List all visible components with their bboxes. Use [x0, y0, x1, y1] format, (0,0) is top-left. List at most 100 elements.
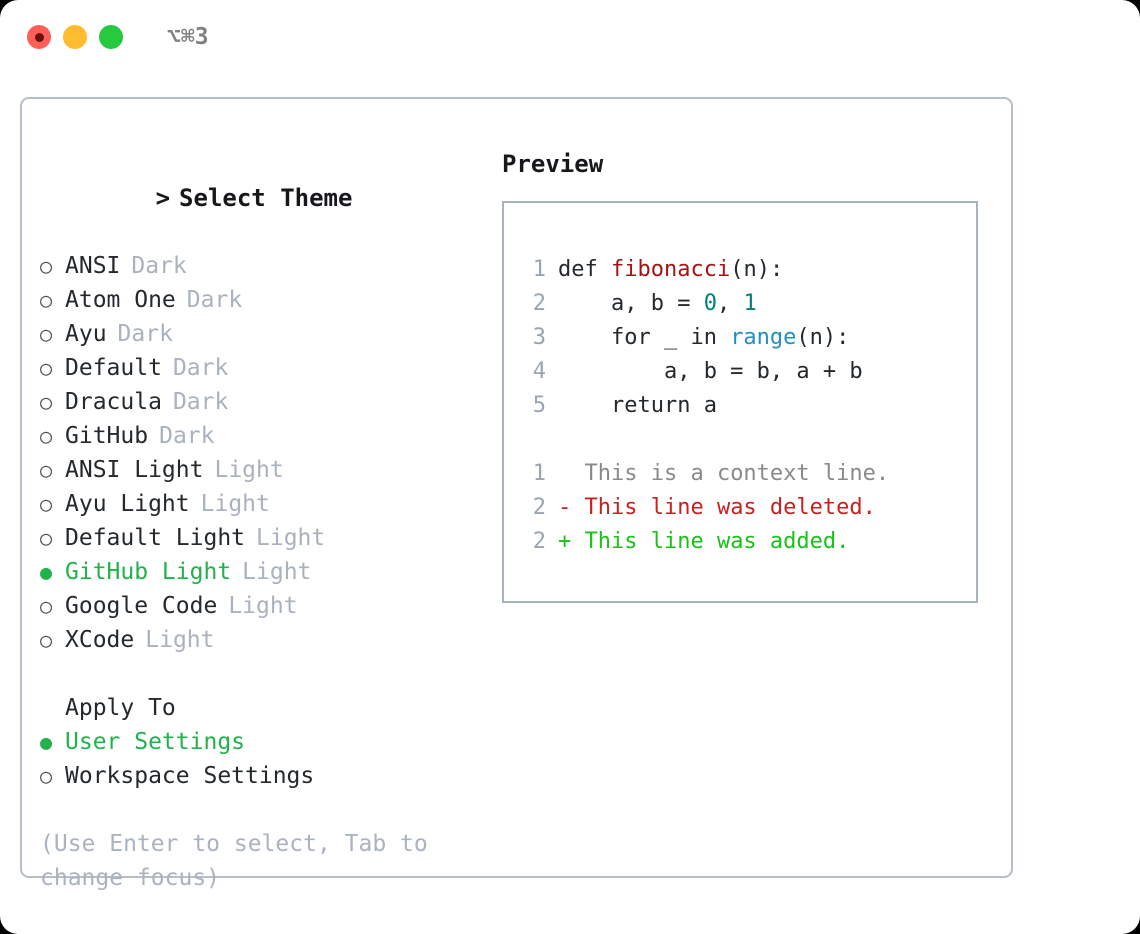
apply-to-option-label: User Settings: [65, 729, 246, 755]
radio-selected-icon: ●: [40, 560, 53, 584]
minimize-window-button[interactable]: [63, 25, 87, 49]
line-number: 2: [532, 495, 546, 520]
radio-unselected-icon: ○: [40, 288, 53, 312]
close-window-button[interactable]: [27, 25, 51, 49]
diff-sample-block: 1 This is a context line.2- This line wa…: [522, 457, 976, 559]
theme-option-ansi[interactable]: ○ ANSI Dark: [40, 249, 480, 283]
code-line: 2 a, b = 0, 1: [522, 287, 976, 321]
theme-option-default-light[interactable]: ○ Default Light Light: [40, 521, 480, 555]
theme-option-name: Default Light: [65, 525, 246, 551]
code-token-plain: ,: [716, 291, 744, 316]
theme-option-kind: Light: [242, 559, 312, 585]
theme-option-kind: Dark: [131, 253, 187, 279]
theme-option-name: Ayu Light: [65, 491, 190, 517]
code-token-num: 1: [743, 291, 757, 316]
theme-option-name: ANSI: [65, 253, 121, 279]
code-token-plain: (n):: [796, 325, 850, 350]
theme-option-name: Default: [65, 355, 162, 381]
apply-to-option-label: Workspace Settings: [65, 763, 315, 789]
line-number: 2: [532, 529, 546, 554]
radio-unselected-icon: ○: [40, 764, 53, 788]
keyboard-hint-text: (Use Enter to select, Tab to change focu…: [40, 831, 442, 891]
theme-option-github-light[interactable]: ● GitHub Light Light: [40, 555, 480, 589]
theme-option-name: ANSI Light: [65, 457, 204, 483]
radio-unselected-icon: ○: [40, 254, 53, 278]
theme-option-name: Ayu: [65, 321, 107, 347]
diff-text: This is a context line.: [571, 461, 890, 486]
theme-option-name: GitHub Light: [65, 559, 232, 585]
radio-selected-icon: ●: [40, 730, 53, 754]
title-bar: ⌥⌘3: [0, 0, 1140, 76]
zoom-window-button[interactable]: [99, 25, 123, 49]
theme-option-kind: Light: [256, 525, 326, 551]
code-token-call: range: [730, 325, 797, 350]
diff-line-del: 2- This line was deleted.: [522, 491, 976, 525]
theme-option-dracula[interactable]: ○ Dracula Dark: [40, 385, 480, 419]
theme-option-name: Google Code: [65, 593, 218, 619]
line-number: 1: [532, 257, 546, 282]
preview-heading: Preview: [502, 150, 604, 178]
code-line: 3 for _ in range(n):: [522, 321, 976, 355]
theme-option-kind: Light: [214, 457, 284, 483]
theme-option-name: Dracula: [65, 389, 162, 415]
theme-option-ansi-light[interactable]: ○ ANSI Light Light: [40, 453, 480, 487]
radio-unselected-icon: ○: [40, 492, 53, 516]
theme-option-ayu-light[interactable]: ○ Ayu Light Light: [40, 487, 480, 521]
diff-text: This line was added.: [571, 529, 850, 554]
line-number: 2: [532, 291, 546, 316]
theme-option-github[interactable]: ○ GitHub Dark: [40, 419, 480, 453]
select-theme-heading-label: Select Theme: [179, 184, 353, 212]
prompt-caret-icon: >: [155, 184, 171, 212]
keyboard-shortcut-label: ⌥⌘3: [167, 24, 209, 50]
code-line: 4 a, b = b, a + b: [522, 355, 976, 389]
diff-line-add: 2+ This line was added.: [522, 525, 976, 559]
code-token-num: 0: [703, 291, 717, 316]
radio-unselected-icon: ○: [40, 458, 53, 482]
code-token-fn: fibonacci: [610, 257, 731, 282]
code-token-kw: def: [558, 257, 611, 282]
diff-line-ctx: 1 This is a context line.: [522, 457, 976, 491]
apply-to-option-workspace-settings[interactable]: ○ Workspace Settings: [40, 759, 480, 793]
theme-option-kind: Light: [228, 593, 298, 619]
theme-option-kind: Dark: [172, 355, 229, 381]
theme-option-atom-one[interactable]: ○ Atom One Dark: [40, 283, 480, 317]
theme-option-kind: Dark: [159, 423, 215, 449]
code-line: 5 return a: [522, 389, 976, 423]
radio-unselected-icon: ○: [40, 424, 53, 448]
code-token-kw: for _ in: [558, 325, 731, 350]
theme-option-kind: Light: [200, 491, 270, 517]
code-diff-spacer: [522, 423, 976, 457]
theme-option-kind: Dark: [186, 287, 243, 313]
code-token-plain: a, b = b, a + b: [558, 359, 863, 384]
radio-unselected-icon: ○: [40, 526, 53, 550]
radio-unselected-icon: ○: [40, 628, 53, 652]
select-theme-heading: > Select Theme: [40, 147, 480, 249]
diff-line-text: This is a context line.: [558, 461, 889, 486]
apply-to-option-list: ● User Settings ○ Workspace Settings: [40, 725, 480, 793]
theme-option-kind: Light: [145, 627, 215, 653]
apply-to-option-user-settings[interactable]: ● User Settings: [40, 725, 480, 759]
diff-marker: -: [558, 495, 572, 520]
theme-option-name: GitHub: [65, 423, 149, 449]
diff-text: This line was deleted.: [571, 495, 876, 520]
radio-unselected-icon: ○: [40, 390, 53, 414]
theme-option-name: Atom One: [65, 287, 176, 313]
line-number: 1: [532, 461, 546, 486]
theme-option-kind: Dark: [172, 389, 229, 415]
radio-unselected-icon: ○: [40, 322, 53, 346]
line-number: 5: [532, 393, 546, 418]
diff-marker: [558, 461, 571, 486]
diff-line-text: - This line was deleted.: [558, 495, 876, 520]
